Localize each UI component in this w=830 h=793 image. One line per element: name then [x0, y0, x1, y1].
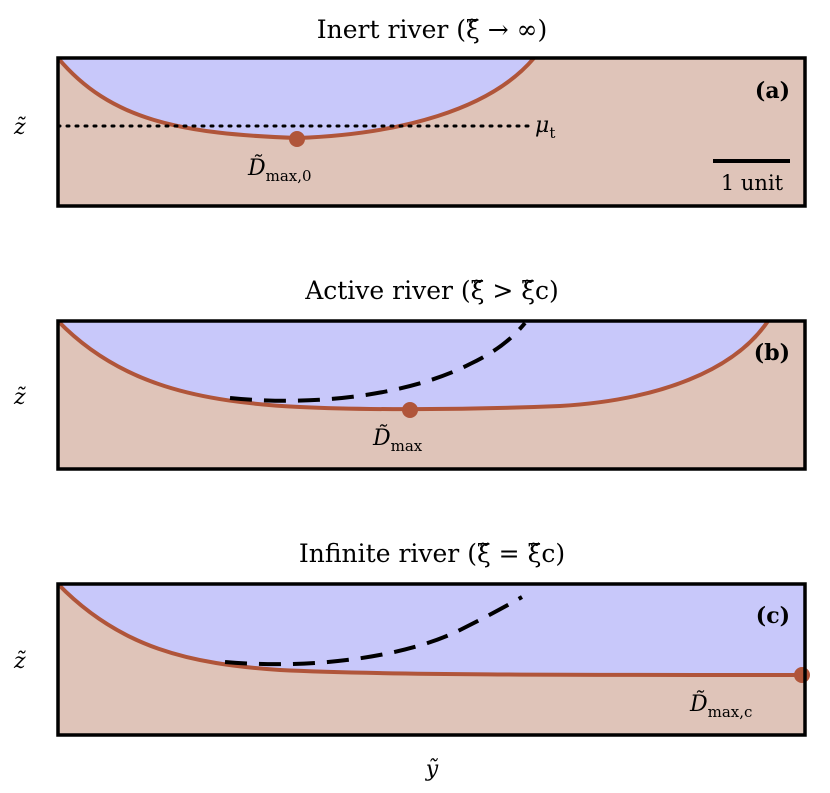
- panel-b-ylabel: z̃: [13, 385, 26, 410]
- panel-c-water: [58, 584, 805, 675]
- panel-a-title: Inert river (ξ̃ → ∞): [317, 15, 547, 44]
- panel-b-title: Active river (ξ̃ > ξ̃c): [304, 276, 559, 305]
- panel-b-water: [58, 321, 768, 410]
- panel-c-max-point: [794, 667, 810, 683]
- panel-b-inert-profile-dashed: [229, 321, 527, 403]
- panel-c-label: (c): [756, 603, 790, 629]
- panel-a-threshold-label: μt: [535, 113, 555, 142]
- panel-a-max-point: [289, 131, 305, 147]
- panel-b-max-point: [402, 402, 418, 418]
- panel-a: Inert river (ξ̃ → ∞) D̃max,0 μt (a) 1 un…: [13, 15, 807, 208]
- panel-a-point-label: D̃max,0: [247, 155, 312, 185]
- panel-c-inert-profile-dashed: [224, 595, 524, 667]
- panel-c-title: Infinite river (ξ̃ = ξ̃c): [299, 539, 565, 568]
- x-axis-label: ỹ: [425, 757, 439, 782]
- panel-c-frame: [56, 582, 807, 737]
- panel-c-ylabel: z̃: [13, 649, 26, 674]
- panel-b-label: (b): [754, 340, 790, 366]
- panel-b-frame: [56, 319, 807, 471]
- panel-a-frame: [56, 56, 807, 208]
- panel-a-label: (a): [755, 78, 790, 104]
- panel-b: Active river (ξ̃ > ξ̃c) D̃max (b) z̃: [13, 276, 807, 471]
- panel-c-point-label: D̃max,c: [689, 691, 752, 721]
- panel-a-scale-label: 1 unit: [721, 171, 784, 195]
- panel-c-profile: [56, 582, 806, 677]
- panel-a-water: [58, 58, 534, 138]
- panel-a-ylabel: z̃: [13, 115, 26, 140]
- panel-c: Infinite river (ξ̃ = ξ̃c) D̃max,c (c) z̃: [13, 539, 810, 737]
- panel-b-point-label: D̃max: [372, 425, 423, 455]
